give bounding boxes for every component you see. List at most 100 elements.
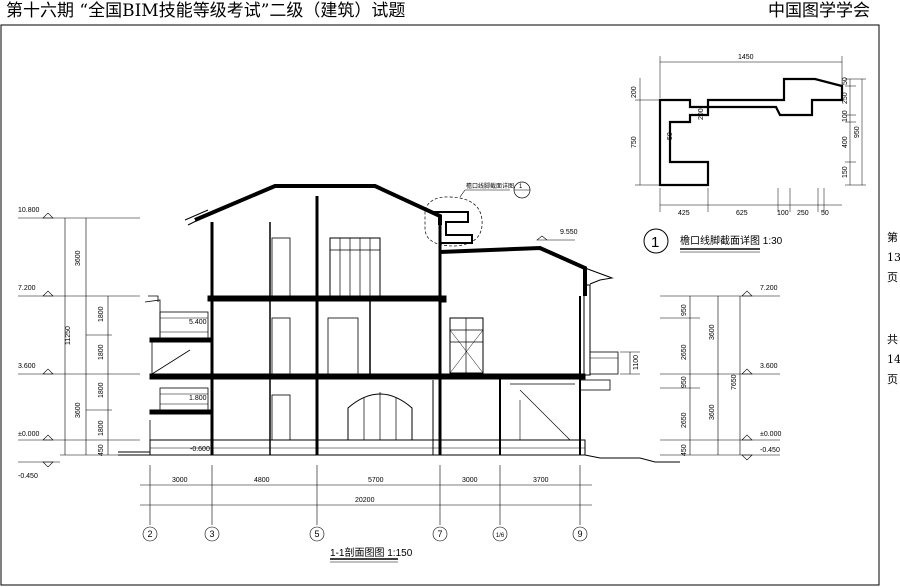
ground-slab: [149, 439, 586, 456]
detail-dim-left-2: 750: [631, 136, 638, 148]
floor-mark-1800: 1.800: [189, 395, 207, 402]
callout-label: 檐口线脚截面详图: [466, 182, 514, 190]
slab-level-3600: [149, 373, 586, 380]
axis-bubble-5: [309, 526, 325, 542]
page-current: 第 13 页: [887, 228, 900, 288]
axis-label-9: 9: [577, 529, 582, 539]
dim-bottom-1: 3000: [172, 477, 188, 484]
dim-bottom-3: 5700: [368, 477, 384, 484]
dim-right-outer-3: 7650: [731, 374, 738, 390]
axis-bubble-7: [432, 526, 448, 542]
dim-left-outer-2: 11250: [65, 326, 72, 345]
axis-label-5: 5: [314, 529, 319, 539]
elev-right-3600: 3.600: [760, 363, 778, 370]
dim-left-inner-5: 450: [98, 444, 105, 456]
dim-left-inner-4: 1800: [98, 420, 105, 436]
dim-right-misc: 1100: [633, 355, 640, 370]
callout-number: 1: [519, 184, 523, 190]
elev-right-7200: 7.200: [760, 285, 778, 292]
arched-door: [347, 393, 413, 441]
organization-name: 中国图学学会: [768, 1, 870, 21]
floor-mark-minus-0600: -0.600: [190, 446, 210, 453]
axis-bubble-1-6: [492, 526, 508, 542]
page-current-prefix: 第: [887, 231, 898, 244]
page-total-prefix: 共: [887, 333, 898, 346]
dim-left-outer-1: 3600: [75, 250, 82, 266]
axis-label-3: 3: [209, 529, 214, 539]
page-current-suffix: 页: [887, 271, 898, 284]
detail-dim-bottom-4: 250: [797, 210, 809, 217]
detail-dim-bottom-1: 425: [678, 210, 690, 217]
elev-right-0000: ±0.000: [760, 431, 781, 438]
detail-dim-right-5: 150: [842, 166, 849, 178]
axis-label-7: 7: [437, 529, 442, 539]
detail-dim-right-3: 100: [842, 110, 849, 122]
dim-left-inner-2: 1800: [98, 344, 105, 360]
window-stair: [449, 317, 484, 374]
detail-dim-top: 1450: [738, 54, 754, 61]
detail-title: 檐口线脚截面详图 1:30: [680, 234, 783, 247]
roof-elevation-9550: 9.550: [560, 229, 578, 236]
elev-right-minus-0450: -0.450: [760, 447, 780, 454]
detail-dim-right-2: 250: [842, 92, 849, 104]
balcony-lower: [159, 387, 209, 411]
slab-level-1800: [149, 409, 211, 415]
cornice: [432, 211, 473, 244]
dim-right-outer-2: 3600: [709, 404, 716, 420]
detail-dim-bottom-2: 625: [736, 210, 748, 217]
elev-left-0000: ±0.000: [18, 431, 39, 438]
dim-right-inner-4: 2650: [681, 412, 688, 428]
detail-number: 1: [651, 234, 659, 251]
detail-dim-bottom-3: 100: [777, 210, 789, 217]
floor-mark-5400: 5.400: [189, 319, 207, 326]
detail-dim-right-6: 950: [854, 126, 861, 138]
dim-right-inner-3: 950: [681, 376, 688, 388]
dim-bottom-2: 4800: [254, 477, 270, 484]
page-current-number: 13: [887, 251, 900, 264]
axis-bubble-2: [142, 526, 158, 542]
section-title: 1-1剖面图图 1:150: [330, 546, 413, 559]
axis-bubble-9: [572, 526, 588, 542]
sheet-border: [0, 24, 880, 586]
dim-left-outer-3: 3600: [75, 402, 82, 418]
lower-roof: [439, 245, 587, 296]
detail-dimension-lines: [635, 56, 866, 212]
ground-line: [118, 454, 680, 463]
elev-left-7200: 7.200: [18, 285, 36, 292]
right-dimensions: [620, 290, 780, 461]
dim-left-inner-1: 1800: [98, 306, 105, 322]
dim-bottom-5: 3700: [533, 477, 549, 484]
slab-level-5400: [149, 337, 211, 343]
dim-right-outer-1: 3600: [709, 324, 716, 340]
detail-dim-inner-1: 200: [698, 108, 705, 120]
dim-right-inner-5: 450: [681, 444, 688, 456]
dim-right-inner-1: 950: [681, 304, 688, 316]
dim-right-inner-2: 2650: [681, 344, 688, 360]
page-total-number: 14: [887, 353, 900, 366]
detail-dim-bottom-5: 50: [821, 210, 829, 217]
axis-label-1-6: 1/6: [496, 533, 505, 539]
bottom-dimensions: [140, 465, 592, 542]
elev-left-10800: 10.800: [18, 207, 40, 214]
left-dimensions: [18, 212, 140, 468]
cornice-profile: [658, 77, 844, 187]
cornice-detail: [658, 77, 844, 187]
detail-number-circle: [643, 228, 669, 254]
page-total: 共 14 页: [887, 330, 900, 390]
elev-left-3600: 3.600: [18, 363, 36, 370]
sheet-title: 第十六期 “全国BIM技能等级考试”二级（建筑）试题: [6, 1, 406, 21]
detail-dim-inner-2: 50: [667, 132, 674, 140]
elev-left-minus-0450: -0.450: [18, 473, 38, 480]
detail-dim-left-1: 200: [631, 86, 638, 98]
dim-total: 20200: [355, 497, 375, 504]
axis-bubble-3: [204, 526, 220, 542]
callout-bubble: [424, 196, 483, 247]
detail-dim-right-1: 50: [842, 77, 849, 85]
axis-label-2: 2: [147, 529, 152, 539]
detail-dim-right-4: 400: [842, 136, 849, 148]
section-drawing: [118, 184, 680, 463]
dim-left-inner-3: 1800: [98, 382, 105, 398]
slab-level-7200: [207, 295, 444, 302]
page-total-suffix: 页: [887, 373, 898, 386]
